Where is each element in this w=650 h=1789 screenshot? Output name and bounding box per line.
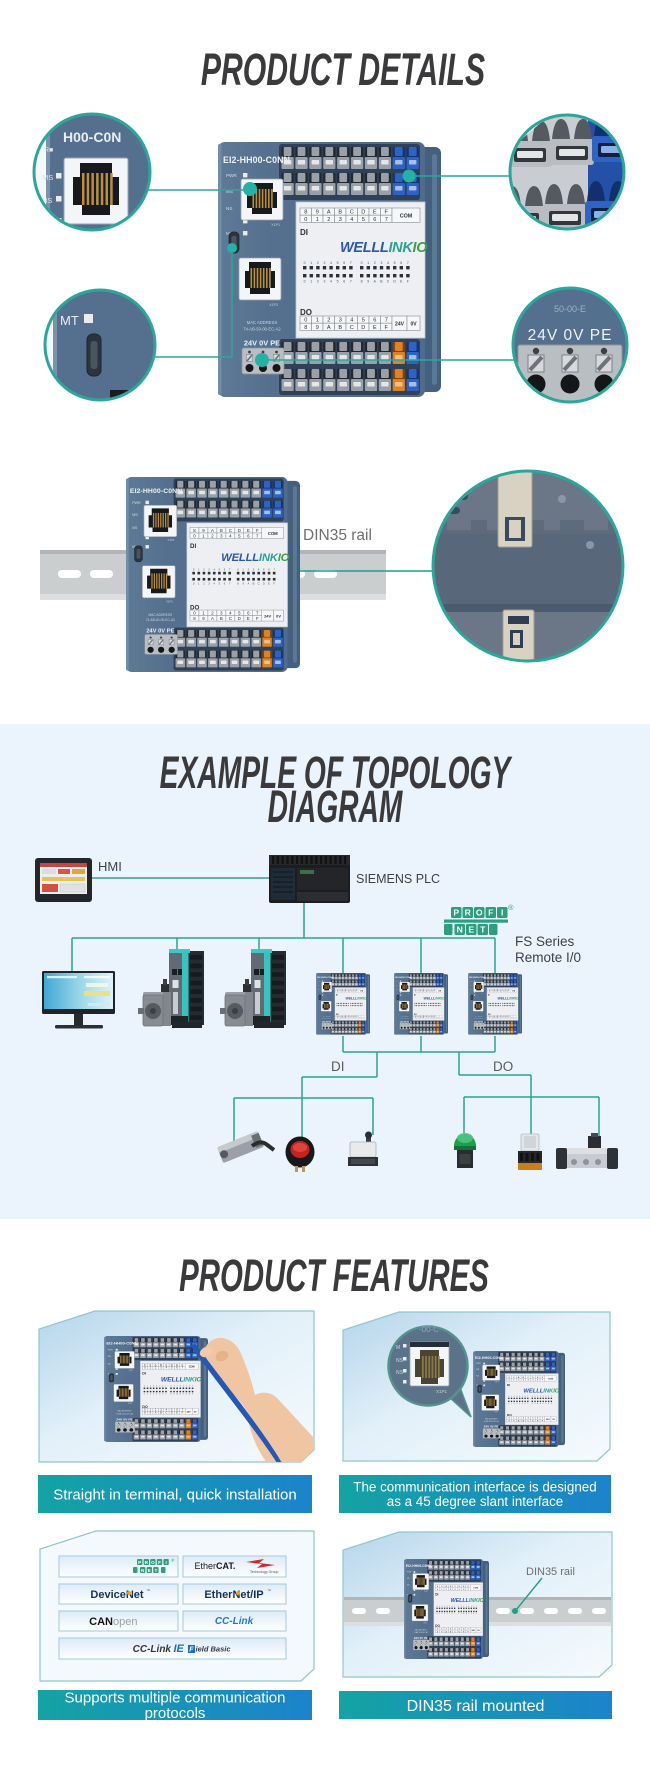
svg-text:O: O [476, 908, 483, 918]
svg-text:MT: MT [60, 313, 79, 328]
svg-text:I: I [165, 1560, 166, 1565]
svg-text:T: T [154, 1568, 157, 1573]
svg-text:E: E [468, 925, 474, 935]
svg-text:CAT.: CAT. [216, 1561, 235, 1571]
svg-text:EtherNet/IP: EtherNet/IP [204, 1589, 263, 1601]
svg-text:FS Series: FS Series [515, 934, 575, 949]
svg-text:R: R [465, 908, 472, 918]
svg-text:T: T [480, 925, 486, 935]
svg-text:Supports multiple communicatio: Supports multiple communication [65, 1689, 286, 1706]
svg-text:O: O [151, 1560, 155, 1565]
svg-text:F: F [488, 908, 493, 918]
svg-text:ield Basic: ield Basic [196, 1645, 232, 1654]
svg-text:E: E [148, 1568, 151, 1573]
svg-text:as a 45 degree slant interface: as a 45 degree slant interface [387, 1494, 563, 1509]
svg-text:CC-Link: CC-Link [215, 1616, 254, 1627]
svg-text:HMI: HMI [98, 859, 122, 874]
svg-text:DeviceNet: DeviceNet [90, 1589, 144, 1601]
svg-text:protocols: protocols [145, 1705, 206, 1722]
svg-text:N: N [141, 1568, 145, 1573]
svg-text:N: N [457, 925, 463, 935]
svg-text:I: I [501, 908, 503, 918]
svg-text:NS: NS [396, 1370, 404, 1376]
svg-text:The communication interface is: The communication interface is designed [353, 1480, 596, 1495]
svg-text:CC-Link: CC-Link [133, 1644, 172, 1655]
svg-text:Ether: Ether [194, 1561, 216, 1571]
svg-text:NS: NS [42, 196, 52, 205]
svg-text:Technology Group: Technology Group [250, 1570, 278, 1574]
svg-text:DIN35 rail mounted: DIN35 rail mounted [407, 1698, 545, 1715]
svg-text:P: P [138, 1560, 141, 1565]
svg-text:®: ® [171, 1557, 175, 1563]
svg-text:SIEMENS PLC: SIEMENS PLC [356, 872, 440, 886]
svg-text:NS: NS [396, 1358, 404, 1364]
svg-text:CAN: CAN [89, 1616, 113, 1628]
svg-text:X1P1: X1P1 [436, 1389, 448, 1394]
svg-text:™: ™ [146, 1588, 150, 1593]
svg-text:R: R [145, 1560, 149, 1565]
svg-text:F: F [158, 1560, 161, 1565]
svg-text:H00-C0N: H00-C0N [63, 129, 121, 145]
svg-text:DI: DI [331, 1059, 345, 1074]
svg-text:Remote I/0: Remote I/0 [515, 950, 581, 965]
svg-text:DO: DO [493, 1059, 513, 1074]
svg-text:™: ™ [267, 1588, 271, 1593]
svg-text:50-00-E: 50-00-E [554, 304, 586, 314]
svg-text:F: F [189, 1647, 194, 1654]
svg-text:X1P1: X1P1 [116, 229, 129, 235]
svg-text:-00-C: -00-C [419, 1325, 439, 1334]
svg-text:®: ® [508, 903, 514, 912]
svg-text:IE: IE [174, 1643, 185, 1655]
svg-text:MS: MS [42, 173, 53, 182]
svg-text:Straight in terminal, quick in: Straight in terminal, quick installation [53, 1486, 296, 1503]
svg-text:R■: R■ [44, 147, 53, 154]
svg-text:P: P [453, 908, 459, 918]
svg-text:M: M [396, 1345, 400, 1351]
svg-text:open: open [113, 1616, 137, 1628]
svg-text:24V 0V PE: 24V 0V PE [528, 327, 613, 344]
svg-text:DIN35 rail: DIN35 rail [526, 1566, 575, 1578]
